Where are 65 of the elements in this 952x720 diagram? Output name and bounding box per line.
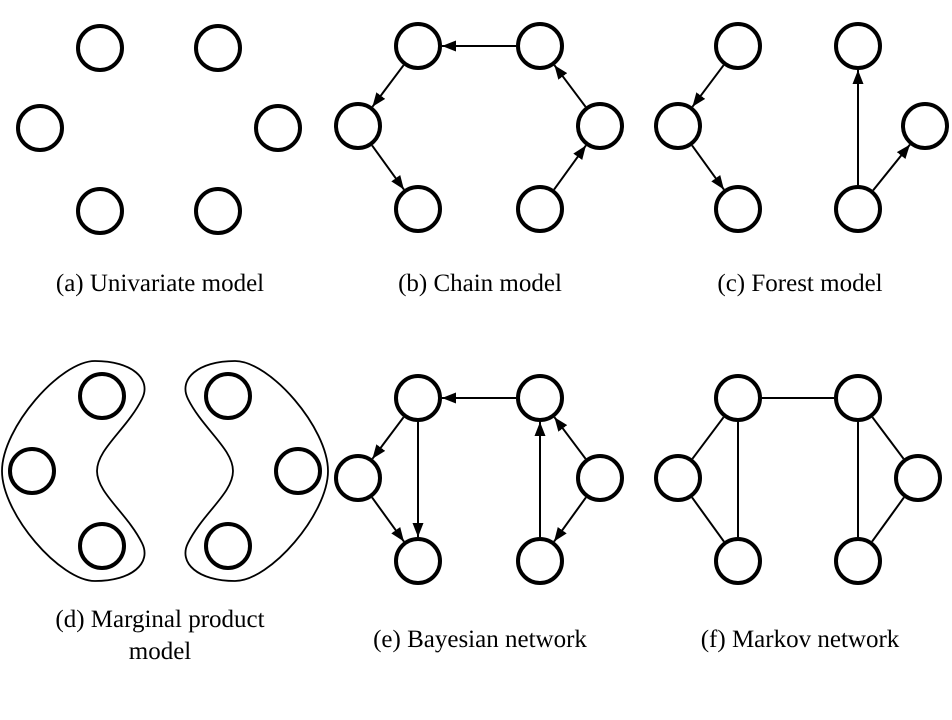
node-circle xyxy=(576,102,624,150)
panel-caption: (f) Markov network xyxy=(700,625,900,655)
node-circle xyxy=(714,537,762,585)
node-circle xyxy=(394,22,442,70)
node-circle xyxy=(204,522,252,570)
node-circle xyxy=(516,22,564,70)
arrow xyxy=(371,144,405,190)
arrow xyxy=(692,64,724,108)
node-circle xyxy=(516,537,564,585)
node-circle xyxy=(8,447,56,495)
node-circle xyxy=(834,22,882,70)
node-circle xyxy=(654,454,702,502)
arrow xyxy=(372,64,404,108)
arrow xyxy=(371,496,405,542)
node-circle xyxy=(901,102,949,150)
node-circle xyxy=(714,22,762,70)
node-circle xyxy=(394,537,442,585)
arrow xyxy=(442,40,516,52)
connector-line xyxy=(872,416,904,460)
panel-caption: (b) Chain model xyxy=(397,269,563,299)
node-circle xyxy=(714,185,762,233)
panel-caption: (e) Bayesian network xyxy=(372,625,588,655)
node-circle xyxy=(394,374,442,422)
arrow xyxy=(554,64,586,108)
panel-caption: (c) Forest model xyxy=(716,269,884,299)
node-circle xyxy=(576,454,624,502)
node-circle xyxy=(394,185,442,233)
connector-line xyxy=(762,397,834,399)
arrow xyxy=(554,416,586,460)
connector-line xyxy=(871,496,905,542)
node-circle xyxy=(714,374,762,422)
node-circle xyxy=(834,374,882,422)
node-circle xyxy=(254,104,302,152)
panel-caption: (d) Marginal product model xyxy=(54,605,266,667)
node-circle xyxy=(274,447,322,495)
node-circle xyxy=(516,185,564,233)
node-circle xyxy=(78,522,126,570)
node-circle xyxy=(194,187,242,235)
arrow xyxy=(534,422,546,537)
node-circle xyxy=(834,537,882,585)
node-circle xyxy=(194,24,242,72)
node-circle xyxy=(834,185,882,233)
node-circle xyxy=(76,187,124,235)
node-circle xyxy=(76,24,124,72)
node-circle xyxy=(16,104,64,152)
panel-caption: (a) Univariate model xyxy=(54,269,266,299)
node-circle xyxy=(516,374,564,422)
connector-line xyxy=(857,422,859,537)
arrow xyxy=(553,496,587,542)
arrow xyxy=(852,70,864,185)
arrow xyxy=(872,144,911,191)
arrow xyxy=(553,144,587,190)
connector-line xyxy=(737,422,739,537)
arrow xyxy=(442,392,516,404)
node-circle xyxy=(894,454,942,502)
node-circle xyxy=(654,102,702,150)
node-circle xyxy=(334,454,382,502)
arrow xyxy=(372,416,404,460)
node-circle xyxy=(78,372,126,420)
node-circle xyxy=(204,372,252,420)
connector-line xyxy=(691,496,725,542)
connector-line xyxy=(692,416,724,460)
arrow xyxy=(691,144,725,190)
node-circle xyxy=(334,102,382,150)
arrow xyxy=(412,422,424,537)
